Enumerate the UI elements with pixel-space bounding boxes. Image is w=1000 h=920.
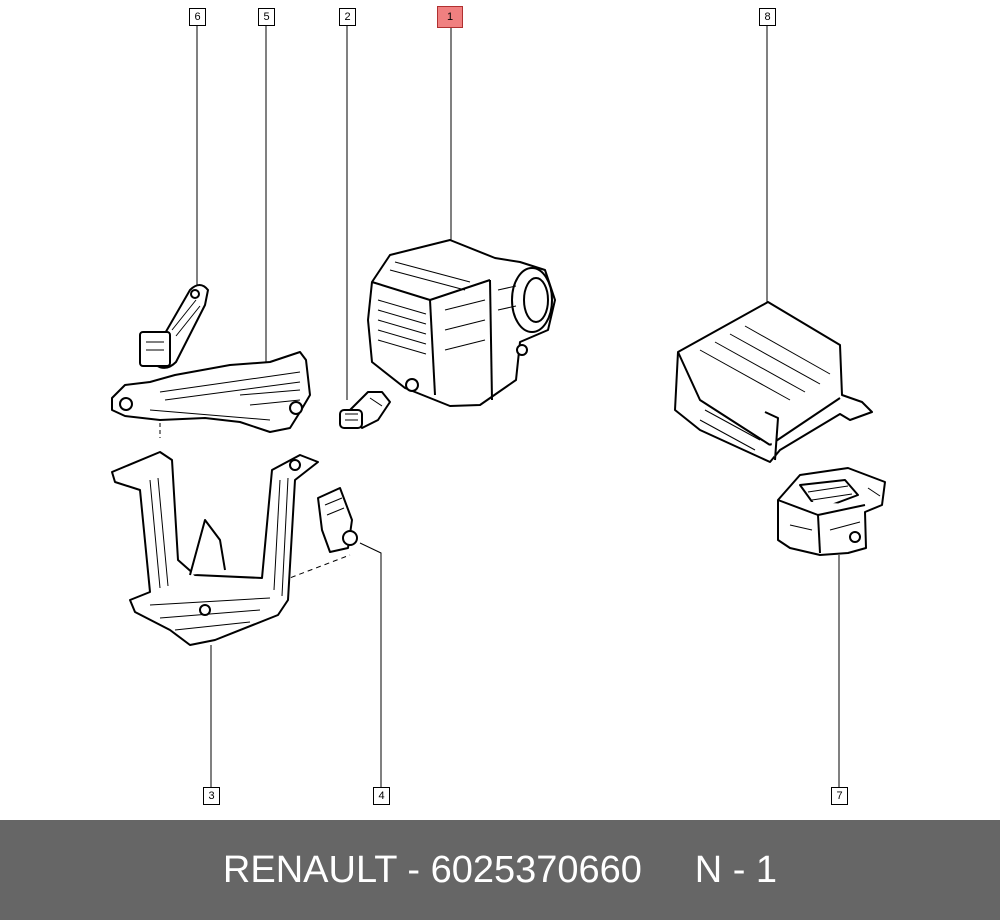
callout-4: 4 — [373, 787, 390, 805]
part-8-control-module — [674, 301, 873, 463]
part-4-clip — [317, 487, 358, 553]
brand-name: RENAULT — [222, 848, 397, 891]
spacer — [642, 849, 695, 891]
callout-2: 2 — [339, 8, 356, 26]
footer-bar: RENAULT - 6025370660 N - 1 — [0, 820, 1000, 920]
callout-1-highlighted: 1 — [437, 6, 463, 28]
separator: - — [396, 848, 431, 891]
part-6-bracket-arm — [139, 284, 209, 369]
callout-6: 6 — [189, 8, 206, 26]
part-3-lower-bracket — [111, 451, 319, 646]
part-number: 6025370660 — [430, 848, 642, 891]
part-1-abs-unit — [367, 239, 556, 407]
callout-3: 3 — [203, 787, 220, 805]
callout-8: 8 — [759, 8, 776, 26]
callout-7: 7 — [831, 787, 848, 805]
parts-exploded-diagram — [111, 26, 886, 787]
callout-5: 5 — [258, 8, 275, 26]
leader-line-4 — [359, 542, 382, 787]
part-7-sensor-module — [777, 467, 886, 556]
footer-label: RENAULT - 6025370660 N - 1 — [223, 849, 777, 892]
part-5-mounting-plate — [111, 351, 311, 433]
part-2-sensor-plug — [339, 391, 391, 429]
quantity-label: N - 1 — [694, 848, 778, 891]
